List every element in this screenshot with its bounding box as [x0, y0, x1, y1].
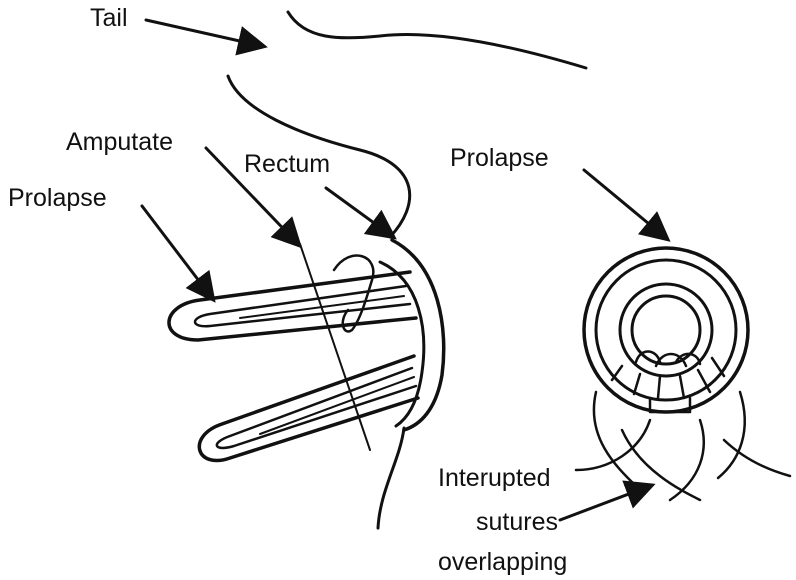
- lower-body-contour: [378, 428, 404, 528]
- label-prolapse-left: Prolapse: [8, 186, 107, 211]
- label-tail: Tail: [90, 6, 128, 31]
- tail-arrow: [146, 20, 262, 46]
- label-prolapse-right: Prolapse: [450, 146, 549, 171]
- rectum-ring: [392, 240, 444, 430]
- prolapse-right-arrow: [584, 170, 666, 238]
- label-sutures-line1: Interupted: [438, 466, 551, 491]
- rectum-arrow: [326, 188, 392, 236]
- prolapse-upper-outer: [169, 272, 416, 340]
- amputation-line: [300, 244, 370, 450]
- sutures-arrow: [560, 486, 650, 520]
- ring-3: [620, 284, 712, 376]
- prolapse-lower-outer: [199, 356, 418, 461]
- label-amputate: Amputate: [66, 130, 173, 155]
- ring-outer: [584, 248, 748, 412]
- suture-loop-4: [670, 420, 704, 500]
- label-sutures-line3: overlapping: [438, 550, 567, 575]
- prolapse-left-arrow: [142, 206, 212, 298]
- suture-loop-2: [576, 420, 650, 470]
- tail-outline: [288, 12, 586, 68]
- suture-loop-3: [622, 430, 700, 500]
- label-sutures-line2: sutures: [476, 510, 558, 535]
- suture-loop-5: [718, 392, 745, 478]
- label-rectum: Rectum: [244, 152, 330, 177]
- ring-2: [596, 260, 736, 400]
